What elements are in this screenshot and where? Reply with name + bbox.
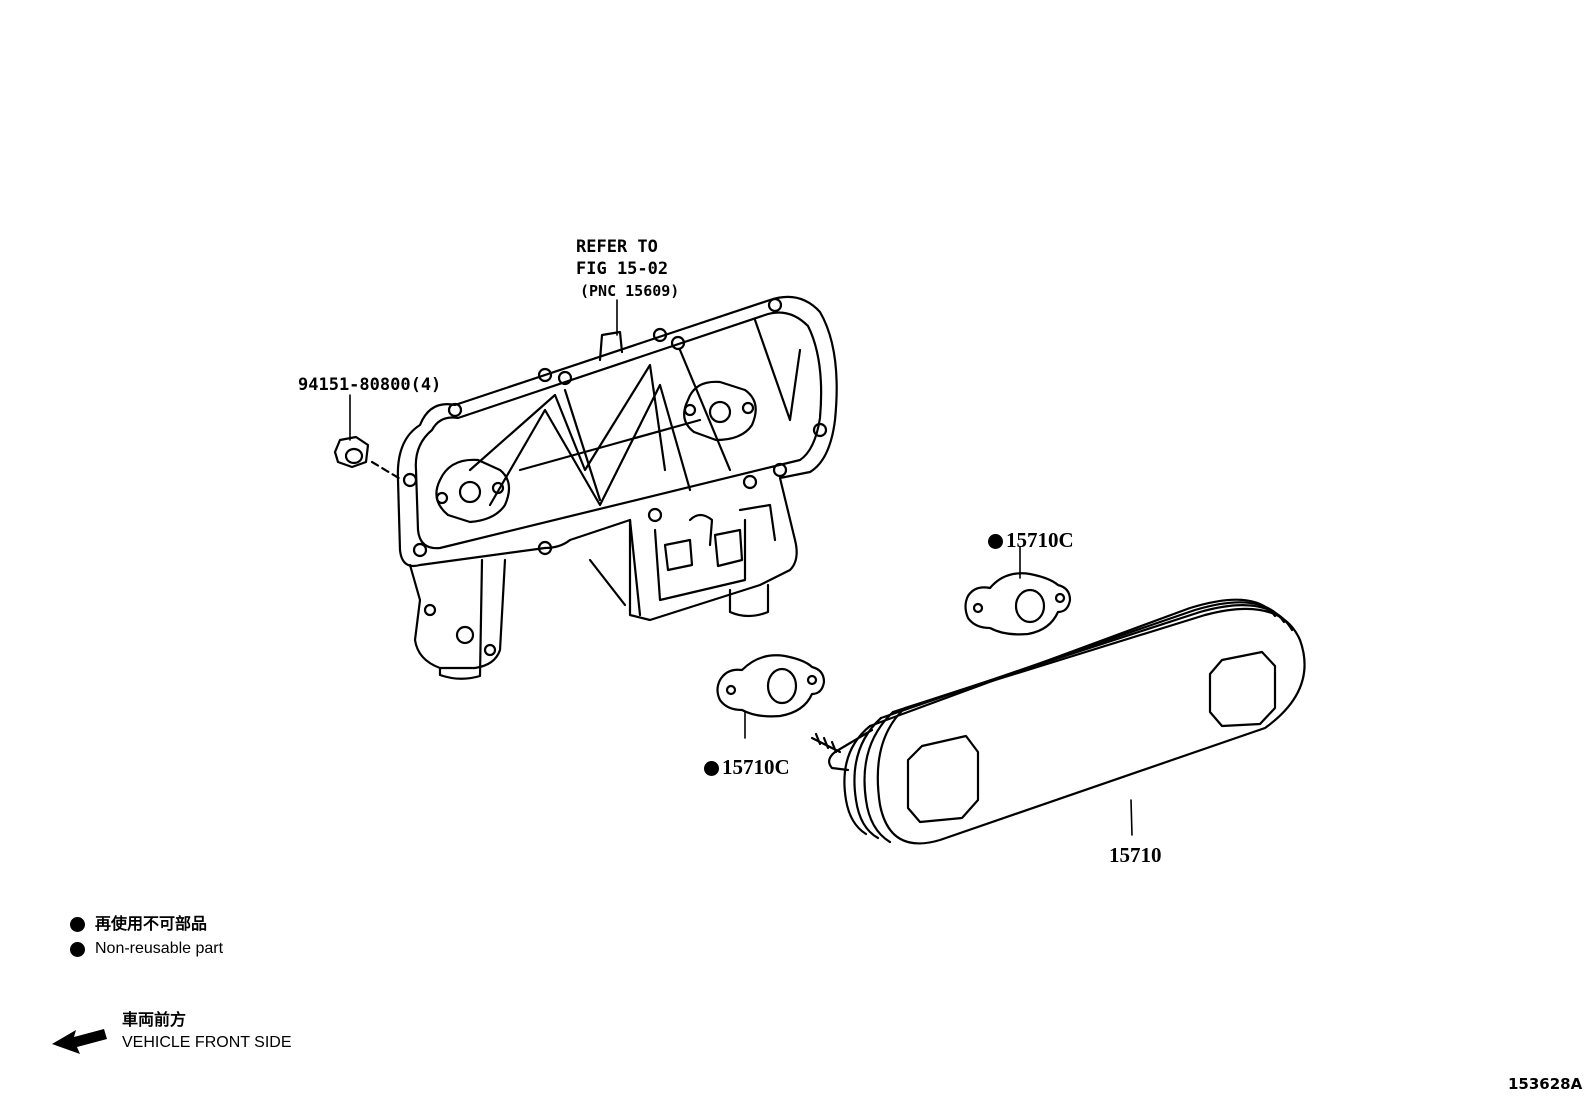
non-reusable-dot-icon [70, 916, 85, 932]
illustration-id: 153628A [1508, 1075, 1583, 1093]
bolt-drawing [333, 435, 404, 482]
direction-note: 車両前方 VEHICLE FRONT SIDE [122, 1010, 292, 1053]
label-gasket-lower-text: 15710C [722, 755, 790, 779]
direction-jp: 車両前方 [122, 1010, 187, 1029]
refer-line-1: REFER TO [576, 237, 658, 257]
legend-row-jp: 再使用不可部品 [70, 914, 223, 934]
oil-cooler-drawing [810, 598, 1306, 845]
non-reusable-dot-icon [988, 534, 1003, 549]
legend-jp-text: 再使用不可部品 [95, 914, 208, 933]
legend-en-text: Non-reusable part [95, 940, 224, 957]
non-reusable-dot-icon [70, 941, 85, 957]
leader-lines [349, 299, 1133, 836]
label-gasket-upper-text: 15710C [1006, 528, 1074, 552]
cooler-housing-drawing [396, 295, 838, 680]
direction-en: VEHICLE FRONT SIDE [122, 1034, 292, 1051]
label-cooler: 15710 [1109, 843, 1162, 867]
legend-row-en: Non-reusable part [70, 939, 223, 959]
label-gasket-lower: 15710C [704, 755, 790, 779]
legend: 再使用不可部品 Non-reusable part [70, 914, 223, 959]
refer-line-2: FIG 15-02 [576, 259, 669, 279]
refer-note: REFER TO FIG 15-02 (PNC 15609) [576, 236, 679, 302]
front-direction-arrow-icon [52, 1029, 107, 1054]
label-bolt: 94151-80800(4) [298, 375, 442, 395]
non-reusable-dot-icon [704, 761, 719, 776]
gasket-upper-drawing [964, 572, 1072, 636]
label-gasket-upper: 15710C [988, 528, 1074, 552]
refer-line-3: (PNC 15609) [580, 282, 680, 300]
gasket-lower-drawing [716, 654, 826, 718]
